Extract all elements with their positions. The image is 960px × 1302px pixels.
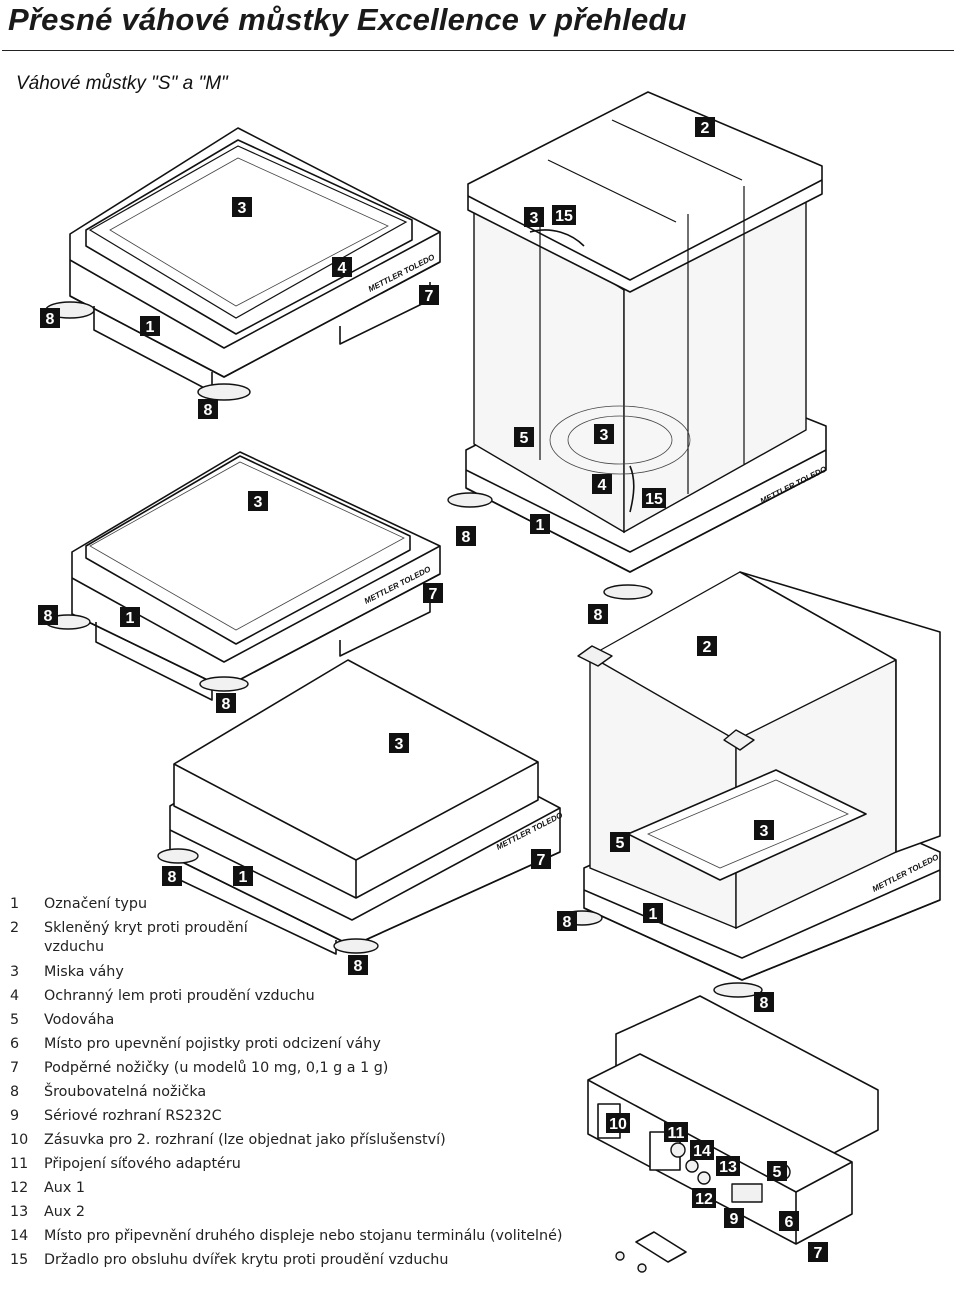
svg-text:7: 7 bbox=[429, 586, 438, 603]
callout-badge: 4 bbox=[332, 257, 352, 277]
callout-badge: 1 bbox=[233, 866, 253, 886]
balance-s-draft-ring: METTLER TOLEDO bbox=[45, 127, 441, 401]
callout-badge: 1 bbox=[120, 607, 140, 627]
svg-text:3: 3 bbox=[530, 210, 539, 227]
callout-badge: 7 bbox=[423, 583, 443, 603]
svg-text:2: 2 bbox=[701, 120, 710, 137]
svg-text:3: 3 bbox=[254, 494, 263, 511]
svg-text:8: 8 bbox=[563, 914, 572, 931]
callout-badge: 8 bbox=[162, 866, 182, 886]
callout-badge: 3 bbox=[248, 491, 268, 511]
svg-text:15: 15 bbox=[555, 208, 573, 225]
svg-text:13: 13 bbox=[719, 1159, 737, 1176]
callout-badge: 6 bbox=[779, 1211, 799, 1231]
svg-text:8: 8 bbox=[44, 608, 53, 625]
svg-text:1: 1 bbox=[126, 610, 135, 627]
svg-text:8: 8 bbox=[222, 696, 231, 713]
callout-badge: 8 bbox=[754, 992, 774, 1012]
svg-text:9: 9 bbox=[730, 1211, 739, 1228]
section-subtitle: Váhové můstky "S" a "M" bbox=[16, 73, 228, 94]
svg-text:3: 3 bbox=[238, 200, 247, 217]
callout-badge: 8 bbox=[588, 604, 608, 624]
svg-text:14: 14 bbox=[693, 1143, 711, 1160]
svg-text:3: 3 bbox=[600, 427, 609, 444]
callout-badge: 5 bbox=[767, 1161, 787, 1181]
callout-badge: 14 bbox=[690, 1140, 714, 1160]
svg-text:3: 3 bbox=[395, 736, 404, 753]
svg-text:8: 8 bbox=[354, 958, 363, 975]
svg-text:5: 5 bbox=[773, 1164, 782, 1181]
callout-badge: 4 bbox=[592, 474, 612, 494]
balance-s-draft-shield: METTLER TOLEDO bbox=[447, 91, 829, 600]
svg-text:1: 1 bbox=[536, 517, 545, 534]
callout-badge: 1 bbox=[530, 514, 550, 534]
svg-text:1: 1 bbox=[239, 869, 248, 886]
callout-badge: 8 bbox=[38, 605, 58, 625]
balance-s-pan: METTLER TOLEDO bbox=[45, 451, 441, 701]
svg-text:8: 8 bbox=[760, 995, 769, 1012]
svg-text:7: 7 bbox=[537, 852, 546, 869]
title-divider bbox=[2, 50, 954, 51]
svg-text:7: 7 bbox=[425, 288, 434, 305]
callout-badge: 13 bbox=[716, 1156, 740, 1176]
svg-text:8: 8 bbox=[204, 402, 213, 419]
svg-text:8: 8 bbox=[46, 311, 55, 328]
callout-badge: 7 bbox=[531, 849, 551, 869]
svg-text:3: 3 bbox=[760, 823, 769, 840]
svg-text:1: 1 bbox=[649, 906, 658, 923]
callout-badge: 8 bbox=[557, 911, 577, 931]
svg-text:4: 4 bbox=[598, 477, 607, 494]
svg-text:15: 15 bbox=[645, 491, 663, 508]
svg-text:1: 1 bbox=[146, 319, 155, 336]
callout-badge: 10 bbox=[606, 1113, 630, 1133]
callout-badge: 12 bbox=[692, 1188, 716, 1208]
callout-badge: 2 bbox=[697, 636, 717, 656]
svg-text:5: 5 bbox=[520, 430, 529, 447]
callout-badge: 11 bbox=[664, 1122, 688, 1142]
callout-badge: 8 bbox=[40, 308, 60, 328]
balance-rear-view bbox=[587, 995, 879, 1273]
callout-badge: 7 bbox=[419, 285, 439, 305]
callout-badge: 15 bbox=[552, 205, 576, 225]
svg-text:8: 8 bbox=[594, 607, 603, 624]
page-title: Přesné váhové můstky Excellence v přehle… bbox=[8, 2, 687, 37]
svg-text:5: 5 bbox=[616, 835, 625, 852]
callout-badge: 1 bbox=[643, 903, 663, 923]
callout-badge: 3 bbox=[754, 820, 774, 840]
balance-m-draft-shield: METTLER TOLEDO bbox=[561, 571, 941, 998]
svg-text:7: 7 bbox=[814, 1245, 823, 1262]
callout-badge: 8 bbox=[198, 399, 218, 419]
callout-badge: 8 bbox=[348, 955, 368, 975]
svg-text:8: 8 bbox=[462, 529, 471, 546]
svg-text:8: 8 bbox=[168, 869, 177, 886]
callout-badge: 2 bbox=[695, 117, 715, 137]
svg-text:4: 4 bbox=[338, 260, 347, 277]
callout-badge: 5 bbox=[514, 427, 534, 447]
callout-badge: 3 bbox=[524, 207, 544, 227]
callout-badge: 5 bbox=[610, 832, 630, 852]
svg-text:6: 6 bbox=[785, 1214, 794, 1231]
callout-badge: 8 bbox=[216, 693, 236, 713]
callout-badge: 3 bbox=[594, 424, 614, 444]
svg-text:12: 12 bbox=[695, 1191, 713, 1208]
callout-badge: 7 bbox=[808, 1242, 828, 1262]
callout-badge: 9 bbox=[724, 1208, 744, 1228]
callout-badge: 1 bbox=[140, 316, 160, 336]
balance-m-platform: METTLER TOLEDO bbox=[157, 659, 565, 955]
svg-text:11: 11 bbox=[668, 1125, 685, 1142]
callout-badge: 3 bbox=[232, 197, 252, 217]
callout-badge: 8 bbox=[456, 526, 476, 546]
svg-text:2: 2 bbox=[703, 639, 712, 656]
svg-text:10: 10 bbox=[609, 1116, 627, 1133]
callout-badge: 3 bbox=[389, 733, 409, 753]
callout-badge: 15 bbox=[642, 488, 666, 508]
